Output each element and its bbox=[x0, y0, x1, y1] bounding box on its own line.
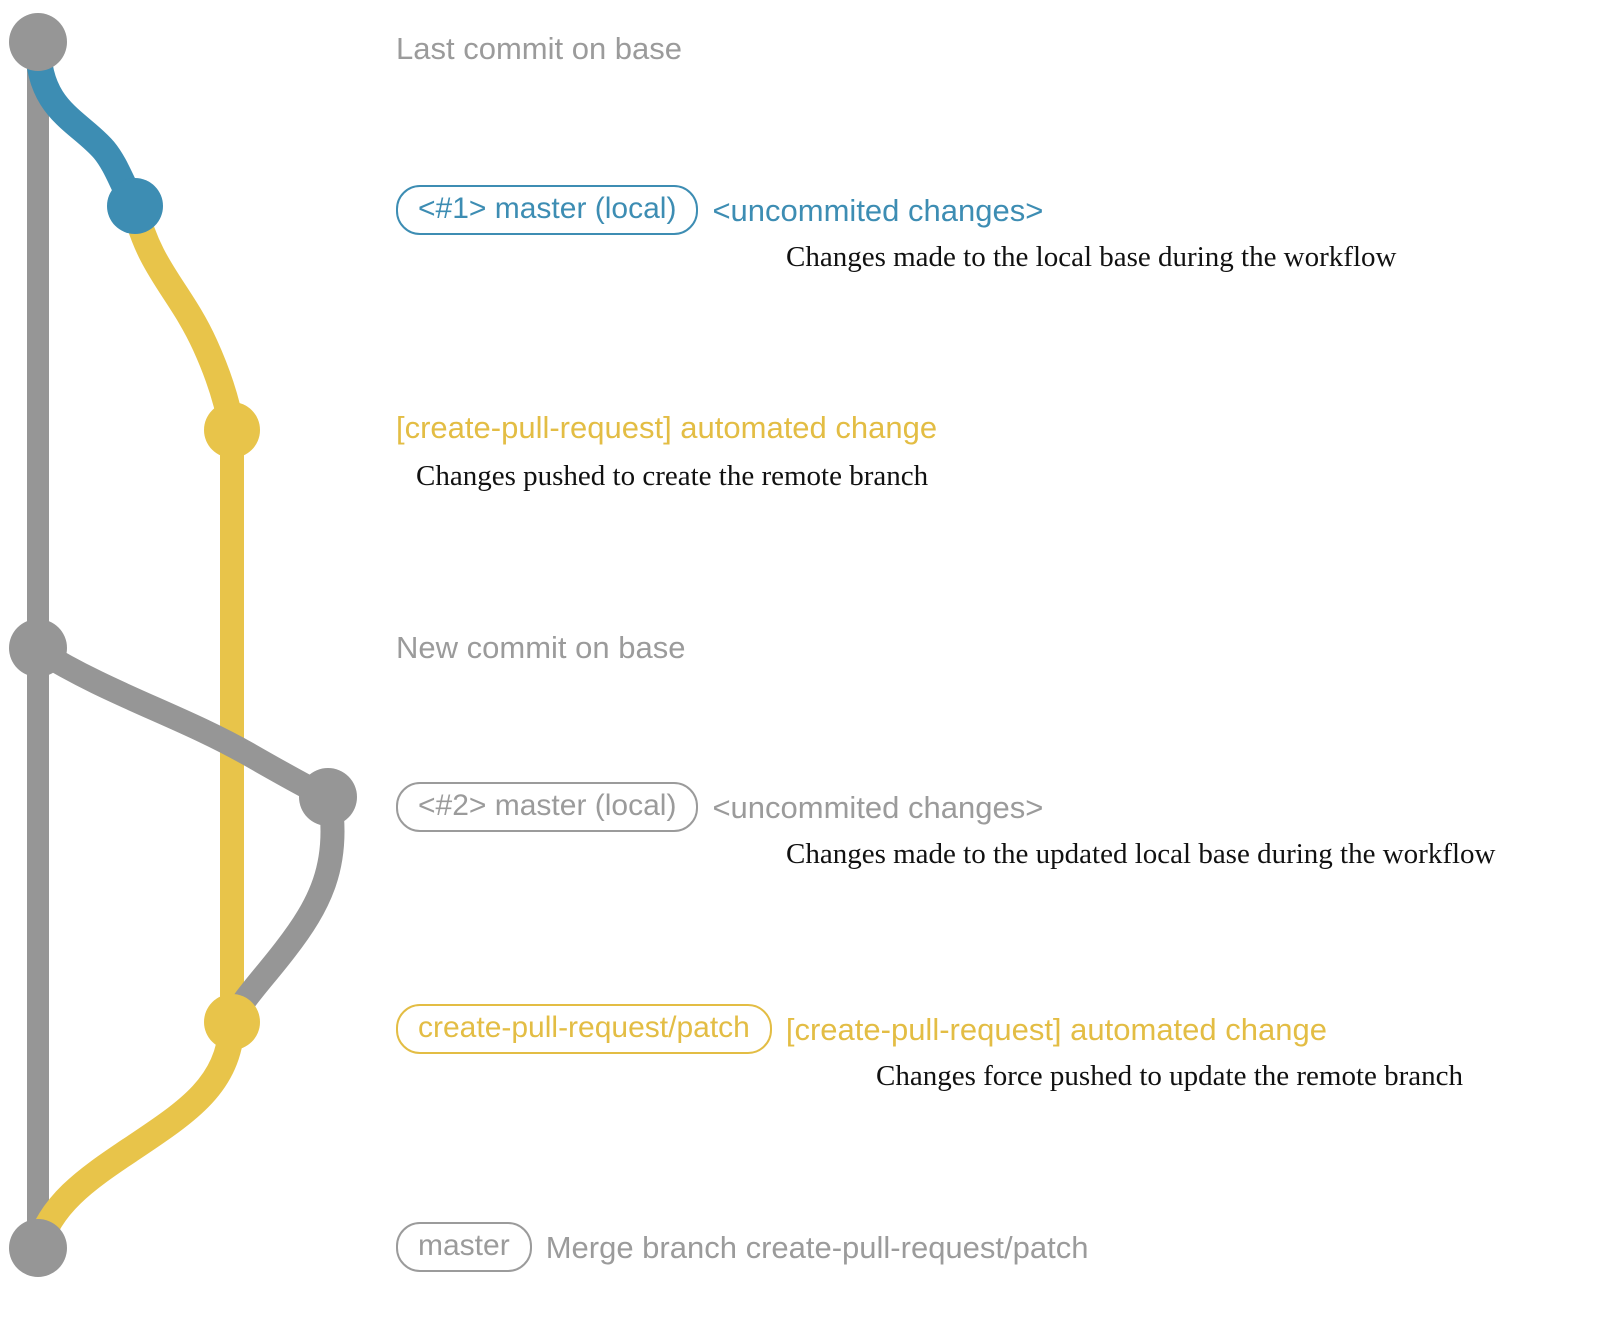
commit-node-automated-change-1[interactable] bbox=[204, 402, 260, 458]
branch-line-yellow-upper bbox=[122, 195, 245, 443]
commit-node-master-local-1[interactable] bbox=[107, 178, 163, 234]
commit-node-automated-change-2[interactable] bbox=[204, 994, 260, 1050]
commit-entry-new-commit-on-base: New commit on base bbox=[396, 632, 685, 663]
commit-entry-merge: master Merge branch create-pull-request/… bbox=[396, 1222, 1088, 1272]
commit-subject: [create-pull-request] automated change bbox=[785, 1012, 1327, 1047]
branch-line-yellow-merge bbox=[25, 1012, 245, 1261]
commit-description-automated-change-1: Changes pushed to create the remote bran… bbox=[416, 460, 929, 492]
commit-entry-automated-change-2: create-pull-request/patch [create-pull-r… bbox=[396, 1004, 1327, 1054]
commit-subject: <uncommited changes> bbox=[712, 193, 1044, 228]
commit-subject: Merge branch create-pull-request/patch bbox=[545, 1230, 1089, 1265]
branch-pill-create-pull-request-patch[interactable]: create-pull-request/patch bbox=[396, 1004, 772, 1054]
commit-node-merge[interactable] bbox=[9, 1219, 67, 1277]
commit-node-new-commit-on-base[interactable] bbox=[9, 619, 67, 677]
branch-pill-master[interactable]: master bbox=[396, 1222, 532, 1272]
commit-entry-last-commit-on-base: Last commit on base bbox=[396, 33, 682, 64]
commit-subject: Last commit on base bbox=[396, 31, 683, 66]
commit-node-last-commit-on-base[interactable] bbox=[9, 13, 67, 71]
commit-subject: <uncommited changes> bbox=[712, 790, 1044, 825]
commit-entry-master-local-2: <#2> master (local) <uncommited changes> bbox=[396, 782, 1043, 832]
branch-line-gray-to-local2 bbox=[26, 638, 339, 809]
commit-description-master-local-2: Changes made to the updated local base d… bbox=[786, 838, 1496, 870]
commit-subject: New commit on base bbox=[396, 630, 686, 665]
commit-subject: [create-pull-request] automated change bbox=[396, 410, 938, 445]
branch-pill-master-local-1[interactable]: <#1> master (local) bbox=[396, 185, 699, 235]
commit-entry-automated-change-1: [create-pull-request] automated change bbox=[396, 412, 937, 443]
branch-pill-master-local-2[interactable]: <#2> master (local) bbox=[396, 782, 699, 832]
commit-description-automated-change-2: Changes force pushed to update the remot… bbox=[876, 1060, 1464, 1092]
commit-entry-master-local-1: <#1> master (local) <uncommited changes> bbox=[396, 185, 1043, 235]
branch-line-gray-to-patch bbox=[220, 788, 345, 1034]
branch-line-blue bbox=[25, 31, 148, 218]
commit-node-master-local-2[interactable] bbox=[299, 768, 357, 826]
commit-description-master-local-1: Changes made to the local base during th… bbox=[786, 241, 1397, 273]
